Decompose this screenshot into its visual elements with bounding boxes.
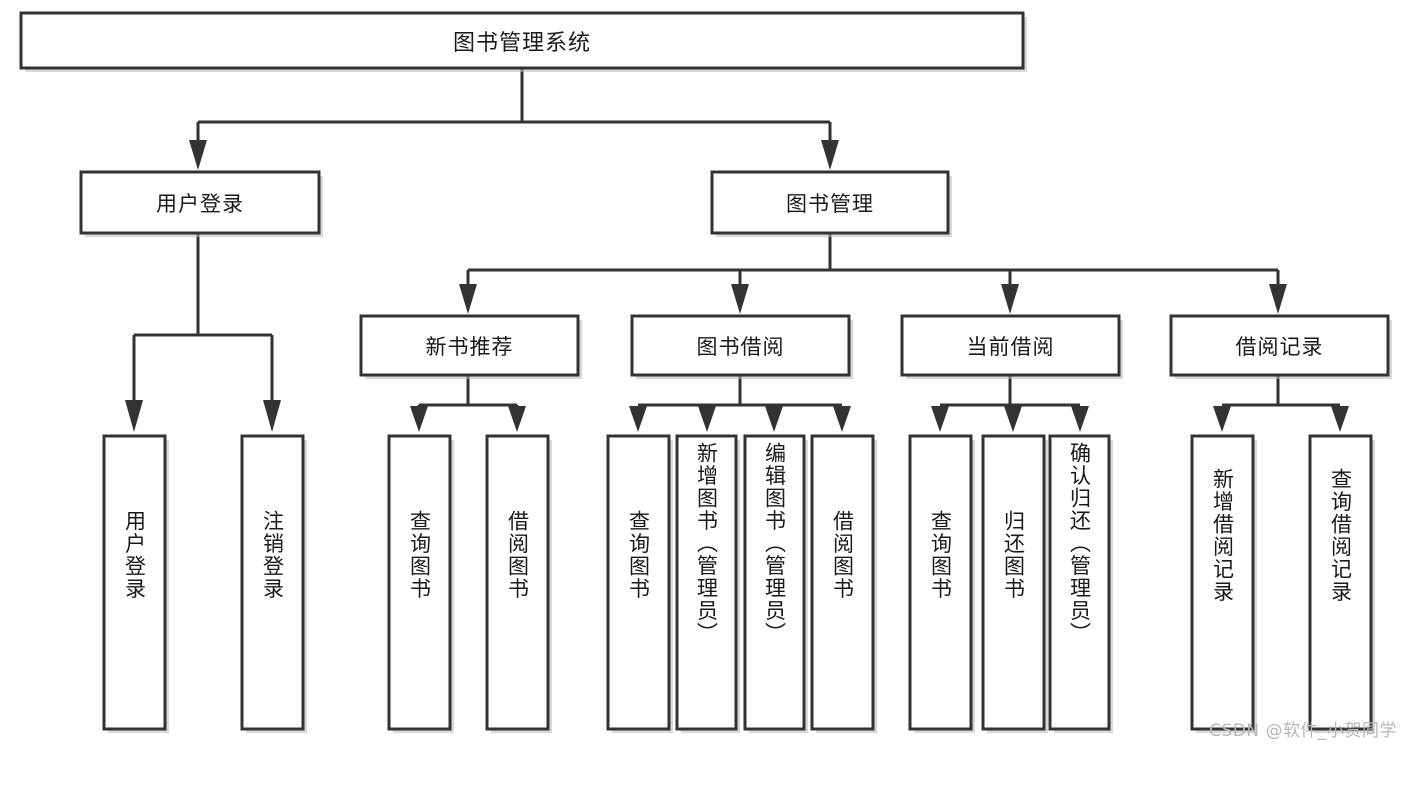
arrow-borrow-record xyxy=(1269,284,1287,314)
arrow-leaf-edit-book-admin xyxy=(765,406,783,432)
node-book-manage[interactable] xyxy=(710,170,950,235)
node-user-login[interactable] xyxy=(79,170,321,235)
flowchart-canvas: 图书管理系统 用户登录 图书管理 新书推荐 图书借阅 当前借阅 借阅记录 用户登… xyxy=(19,11,1397,741)
node-leaf-borrow-book-recommend[interactable] xyxy=(485,434,550,731)
arrow-leaf-return-book xyxy=(1004,406,1022,432)
node-leaf-query-borrow-record[interactable] xyxy=(1308,434,1373,731)
node-leaf-add-borrow-record[interactable] xyxy=(1190,434,1255,731)
node-leaf-user-logout[interactable] xyxy=(240,434,305,731)
arrow-leaf-user-logout xyxy=(263,400,281,432)
arrow-leaf-query-book-current xyxy=(931,406,949,432)
node-root[interactable] xyxy=(19,11,1025,70)
node-leaf-confirm-return-admin[interactable] xyxy=(1048,434,1111,731)
node-layer xyxy=(19,11,1392,733)
arrow-new-book-recommend xyxy=(459,284,477,314)
node-leaf-borrow-book[interactable] xyxy=(810,434,875,731)
arrow-book-manage xyxy=(821,140,839,170)
connector-layer xyxy=(125,68,1349,432)
node-new-book-recommend[interactable] xyxy=(359,314,580,377)
node-leaf-user-login[interactable] xyxy=(102,434,167,731)
arrow-leaf-confirm-return-admin xyxy=(1071,406,1089,432)
node-leaf-add-book-admin[interactable] xyxy=(675,434,738,731)
node-leaf-query-book-borrow[interactable] xyxy=(606,434,671,731)
arrow-leaf-query-book-recommend xyxy=(410,406,428,432)
arrow-leaf-add-book-admin xyxy=(698,406,716,432)
arrow-current-borrow xyxy=(1001,284,1019,314)
arrow-leaf-user-login xyxy=(125,400,143,432)
arrow-book-borrow xyxy=(731,284,749,314)
arrow-leaf-query-borrow-record xyxy=(1331,406,1349,432)
node-leaf-query-book-recommend[interactable] xyxy=(387,434,452,731)
arrow-leaf-borrow-book-recommend xyxy=(508,406,526,432)
arrow-leaf-borrow-book xyxy=(833,406,851,432)
arrow-user-login xyxy=(189,140,207,170)
node-current-borrow[interactable] xyxy=(900,314,1121,377)
flowchart-svg xyxy=(19,11,1392,733)
node-borrow-record[interactable] xyxy=(1169,314,1390,377)
node-leaf-query-book-current[interactable] xyxy=(908,434,973,731)
arrow-leaf-add-borrow-record xyxy=(1213,406,1231,432)
node-book-borrow[interactable] xyxy=(630,314,851,377)
arrow-leaf-query-book-borrow xyxy=(629,406,647,432)
node-leaf-return-book[interactable] xyxy=(981,434,1046,731)
node-leaf-edit-book-admin[interactable] xyxy=(743,434,806,731)
